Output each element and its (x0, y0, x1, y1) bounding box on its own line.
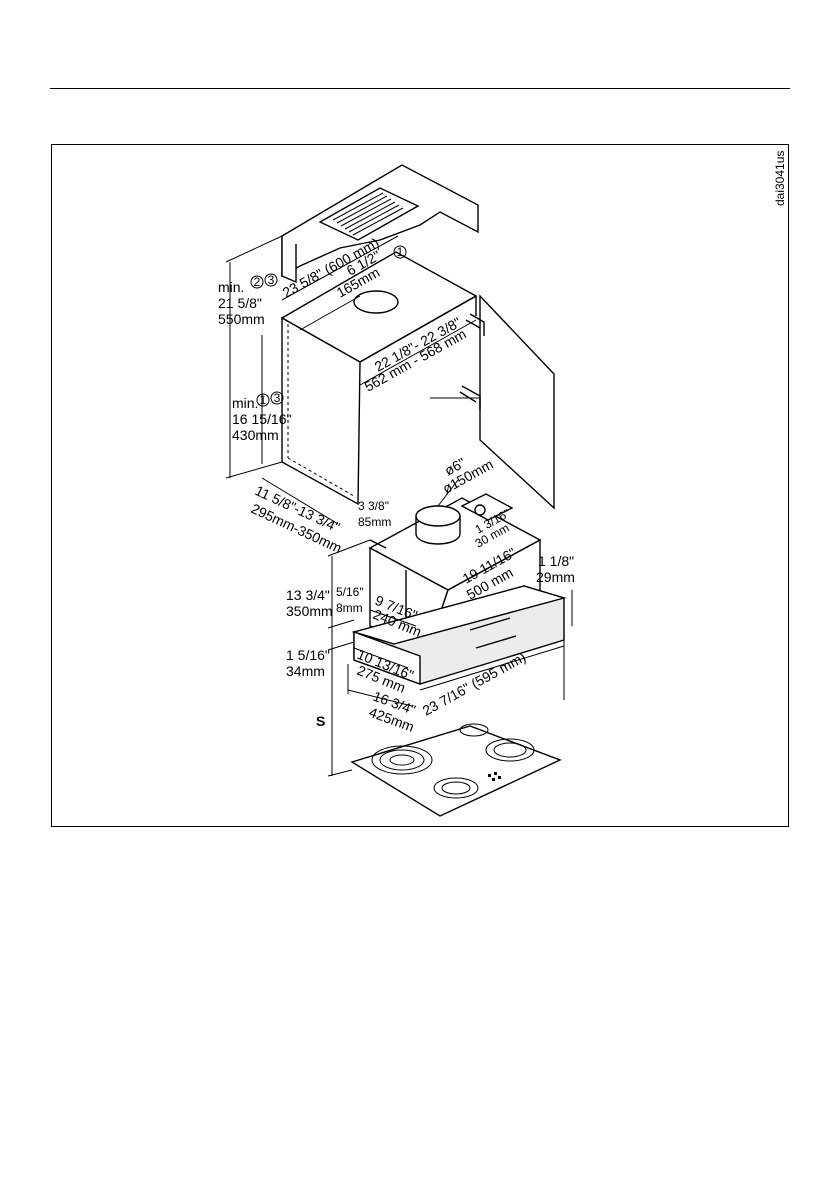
ref-circle-3b (270, 391, 284, 405)
ceiling-structure (281, 164, 479, 284)
label-duct-setback-in: 3 3/8" (358, 499, 389, 513)
ref-1b: 1 (260, 393, 267, 407)
label-min-cabinet: min. (232, 395, 258, 411)
label-clearance-s: S (316, 713, 325, 729)
label-front-gap-mm: 8mm (336, 601, 363, 615)
label-duct-setback-mm: 85mm (358, 515, 391, 529)
diagram-id: dai3041us (773, 151, 787, 206)
label-front-gap-in: 5/16" (336, 585, 364, 599)
ref-2: 2 (254, 275, 261, 289)
ref-1a: 1 (397, 245, 404, 259)
label-upper-height-mm: 550mm (218, 311, 265, 327)
figure-frame (51, 144, 789, 827)
label-hood-height-mm: 350mm (286, 603, 333, 619)
label-visor-height-mm: 34mm (286, 663, 325, 679)
ref-3a: 3 (268, 273, 275, 287)
ref-3b: 3 (274, 391, 281, 405)
label-visor-height-in: 1 5/16" (286, 647, 330, 663)
upper-cabinet (280, 251, 555, 510)
ref-circle-2 (250, 275, 264, 289)
label-cabinet-height-mm: 430mm (232, 427, 279, 443)
header-rule (50, 88, 790, 89)
label-front-thick-in: 1 1/8" (538, 553, 574, 569)
ref-circle-3a (264, 273, 278, 287)
label-min-upper: min. (218, 279, 244, 295)
label-hood-height-in: 13 3/4" (286, 587, 330, 603)
ref-circle-1b (256, 393, 270, 407)
label-cabinet-height-in: 16 15/16" (232, 411, 291, 427)
label-front-thick-mm: 29mm (536, 569, 575, 585)
dimension-lines (225, 235, 573, 777)
cooktop (350, 723, 562, 817)
ref-circle-1a (393, 245, 407, 259)
label-upper-height-in: 21 5/8" (218, 295, 262, 311)
